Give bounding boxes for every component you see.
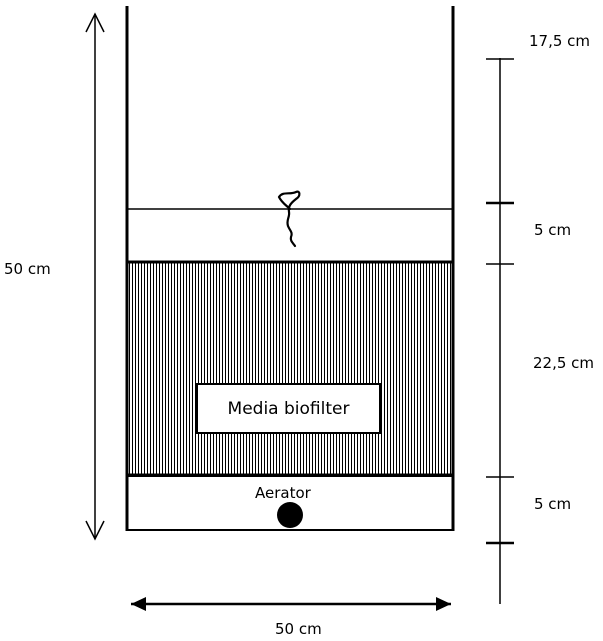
height-total-label: 50 cm (4, 260, 51, 278)
media-biofilter-region (125, 260, 455, 477)
height-arrow-top-head (85, 12, 105, 33)
width-arrow-right-head (436, 597, 451, 611)
segment-water-label: 5 cm (534, 221, 572, 239)
width-arrow-left-head (131, 597, 146, 611)
media-biofilter-box: Media biofilter (196, 383, 381, 434)
segment-media-label: 22,5 cm (533, 354, 595, 372)
height-arrow-bottom-head (85, 520, 105, 541)
aerator-stone (277, 502, 303, 528)
aerator-label: Aerator (255, 484, 311, 502)
media-biofilter-label: Media biofilter (227, 398, 350, 419)
width-total-label: 50 cm (275, 620, 322, 638)
segment-bottom-label: 5 cm (534, 495, 572, 513)
segment-top-label: 17,5 cm (529, 32, 591, 50)
inlet-squiggle (277, 190, 301, 248)
